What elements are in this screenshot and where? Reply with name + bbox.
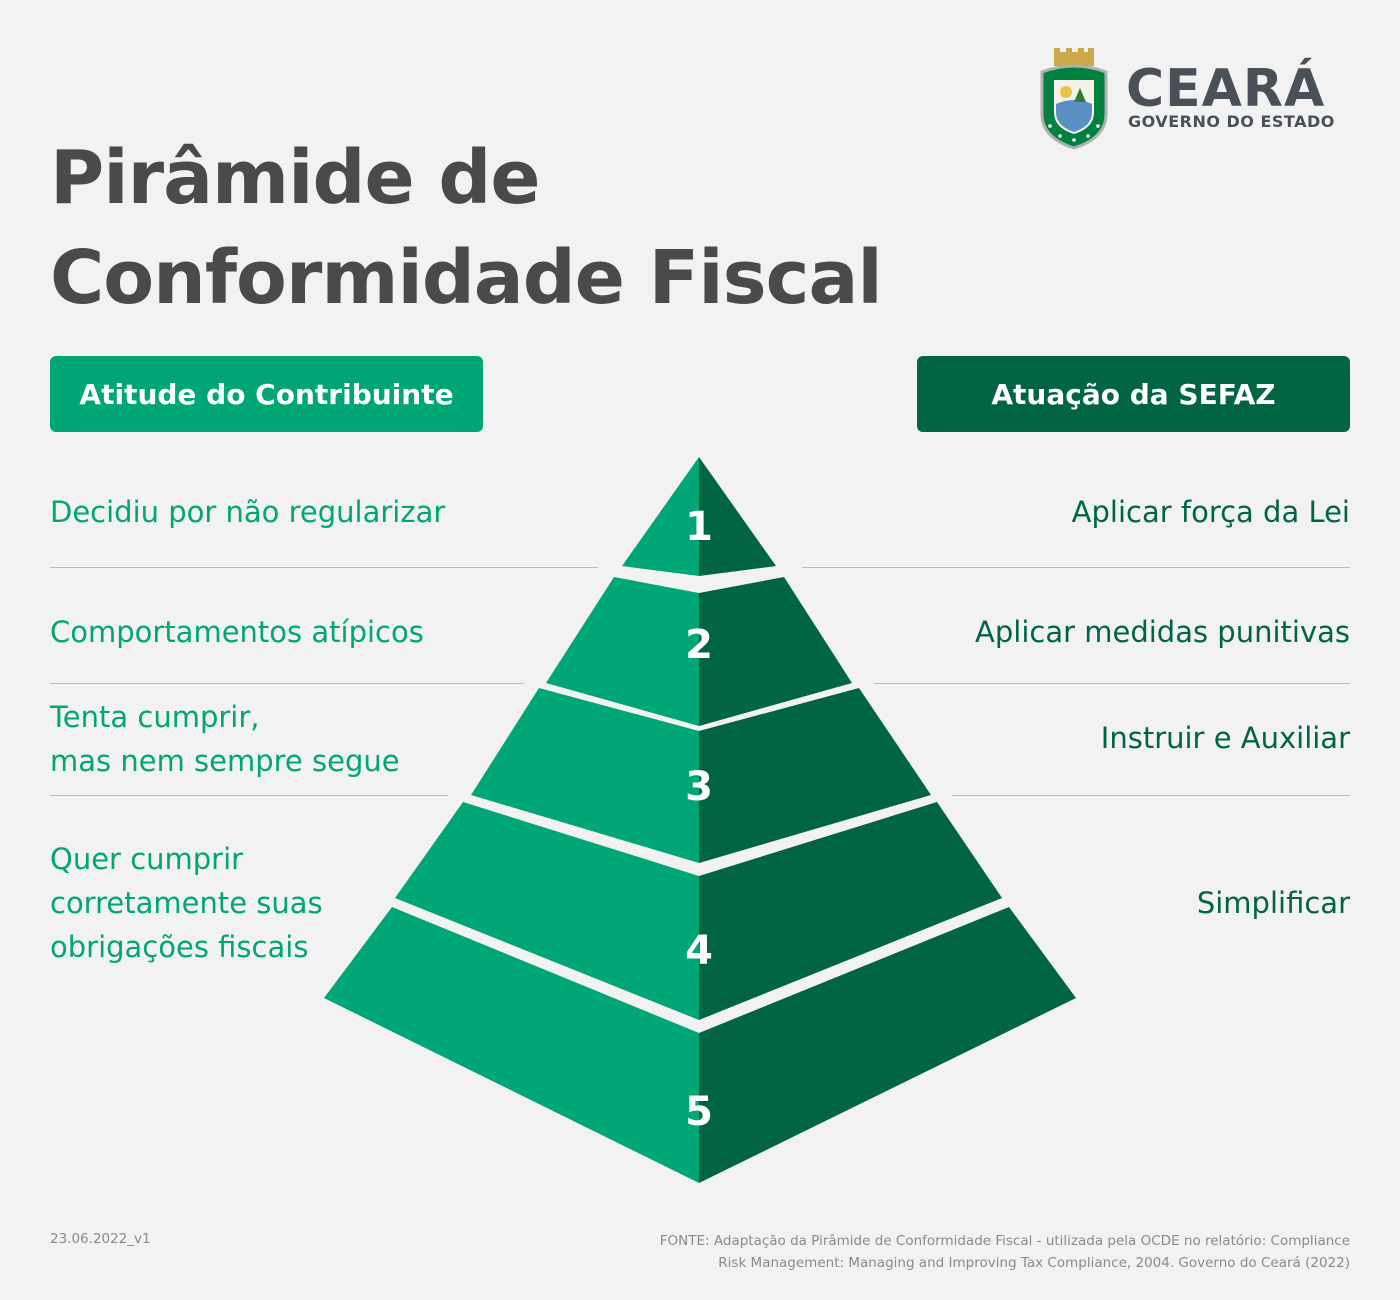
taxpayer-attitude-header: Atitude do Contribuinte (50, 356, 483, 432)
divider-right-2 (874, 683, 1350, 684)
pyramid-tier-5 (324, 907, 1076, 1183)
page-title: Pirâmide de Conformidade Fiscal (50, 128, 883, 328)
pyramid-tier-4 (395, 802, 1002, 1020)
ceara-logo: CEARÁ GOVERNO DO ESTADO (1036, 48, 1356, 152)
divider-left-2 (50, 683, 524, 684)
action-level-1: Aplicar força da Lei (1071, 495, 1350, 529)
tier-number-4: 4 (685, 928, 713, 974)
pyramid-tier-2 (546, 577, 852, 726)
pyramid-tier-3 (471, 688, 931, 863)
divider-left-1 (50, 567, 598, 568)
pyramid-tier-1 (622, 457, 776, 576)
source-line-1: FONTE: Adaptação da Pirâmide de Conformi… (659, 1233, 1350, 1249)
logo-wordmark: CEARÁ (1126, 59, 1326, 119)
tier-number-5: 5 (685, 1089, 713, 1135)
source-line-2: Risk Management: Managing and Improving … (718, 1255, 1350, 1271)
action-level-3: Instruir e Auxiliar (1100, 721, 1350, 755)
title-line-2: Conformidade Fiscal (50, 235, 883, 321)
divider-right-3 (952, 795, 1350, 796)
source-note: FONTE: Adaptação da Pirâmide de Conformi… (590, 1230, 1350, 1274)
version-label: 23.06.2022_v1 (50, 1231, 151, 1247)
divider-right-1 (802, 567, 1350, 568)
tier-number-3: 3 (685, 764, 713, 810)
attitude-level-2: Comportamentos atípicos (50, 615, 424, 649)
attitude-level-3: Tenta cumprir, mas nem sempre segue (50, 700, 400, 778)
attitude-level-1: Decidiu por não regularizar (50, 495, 446, 529)
logo-subtitle: GOVERNO DO ESTADO (1128, 112, 1335, 131)
title-line-1: Pirâmide de (50, 135, 541, 221)
divider-left-3 (50, 795, 448, 796)
sefaz-action-header: Atuação da SEFAZ (917, 356, 1350, 432)
action-level-4: Simplificar (1196, 886, 1350, 920)
tier-number-1: 1 (685, 504, 713, 550)
coat-of-arms-icon (1040, 48, 1108, 150)
attitude-level-4: Quer cumprir corretamente suas obrigaçõe… (50, 842, 323, 964)
action-level-2: Aplicar medidas punitivas (975, 615, 1350, 649)
tier-number-2: 2 (685, 622, 713, 668)
